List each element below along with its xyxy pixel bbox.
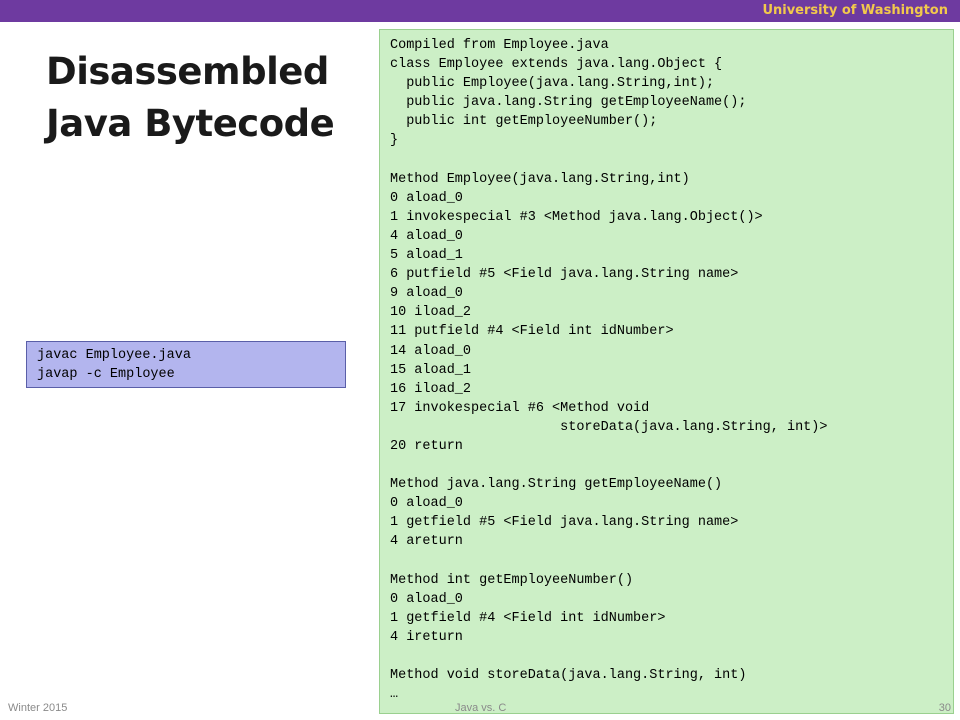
code-line: Method void storeData(java.lang.String, … xyxy=(390,668,747,684)
code-line: public int getEmployeeNumber(); xyxy=(390,114,658,130)
code-line: 15 aload_1 xyxy=(390,362,472,378)
code-line: 4 aload_0 xyxy=(390,228,463,244)
code-line xyxy=(390,456,943,475)
code-line: 1 getfield #5 <Field java.lang.String na… xyxy=(390,515,739,531)
code-line: 1 getfield #4 <Field int idNumber> xyxy=(390,610,666,626)
code-line: 1 invokespecial #3 <Method java.lang.Obj… xyxy=(390,209,763,225)
slide-title-line: Disassembled xyxy=(46,50,329,93)
command-box: javac Employee.java javap -c Employee xyxy=(26,341,346,388)
code-line: 0 aload_0 xyxy=(390,591,463,607)
command-line: javac Employee.java xyxy=(37,348,191,363)
code-line: 20 return xyxy=(390,438,463,454)
code-line: Method Employee(java.lang.String,int) xyxy=(390,171,690,187)
code-line: public Employee(java.lang.String,int); xyxy=(390,76,715,92)
bytecode-listing: Compiled from Employee.java class Employe… xyxy=(379,29,954,714)
code-line: 6 putfield #5 <Field java.lang.String na… xyxy=(390,267,739,283)
code-line: Compiled from Employee.java xyxy=(390,38,609,53)
code-line xyxy=(390,647,943,666)
code-line: 0 aload_0 xyxy=(390,190,463,206)
command-line: javap -c Employee xyxy=(37,367,175,382)
slide-title-line: Java Bytecode xyxy=(46,102,335,145)
slide-title: Disassembled Java Bytecode xyxy=(46,46,366,150)
university-name: University of Washington xyxy=(762,3,948,18)
code-line: 4 ireturn xyxy=(390,629,463,645)
code-line: } xyxy=(390,133,399,149)
code-line: 9 aload_0 xyxy=(390,286,463,302)
code-line: 17 invokespecial #6 <Method void xyxy=(390,400,650,416)
code-line: 11 putfield #4 <Field int idNumber> xyxy=(390,324,674,340)
code-line: 14 aload_0 xyxy=(390,343,472,359)
header-bar: University of Washington xyxy=(0,0,960,22)
footer-topic: Java vs. C xyxy=(455,702,507,714)
code-line xyxy=(390,552,943,571)
code-line: 0 aload_0 xyxy=(390,496,463,512)
page-number: 30 xyxy=(938,702,951,714)
footer-term: Winter 2015 xyxy=(8,702,68,714)
code-line: storeData(java.lang.String, int)> xyxy=(390,419,828,435)
code-line: class Employee extends java.lang.Object … xyxy=(390,57,723,73)
code-line: 16 iload_2 xyxy=(390,381,472,397)
code-line: 10 iload_2 xyxy=(390,305,472,321)
code-line: … xyxy=(390,687,399,703)
code-line: public java.lang.String getEmployeeName(… xyxy=(390,95,747,111)
code-line: 4 areturn xyxy=(390,534,463,550)
code-line xyxy=(390,151,943,170)
code-line: 5 aload_1 xyxy=(390,248,463,264)
code-line: Method int getEmployeeNumber() xyxy=(390,572,634,588)
code-line: Method java.lang.String getEmployeeName(… xyxy=(390,477,723,493)
